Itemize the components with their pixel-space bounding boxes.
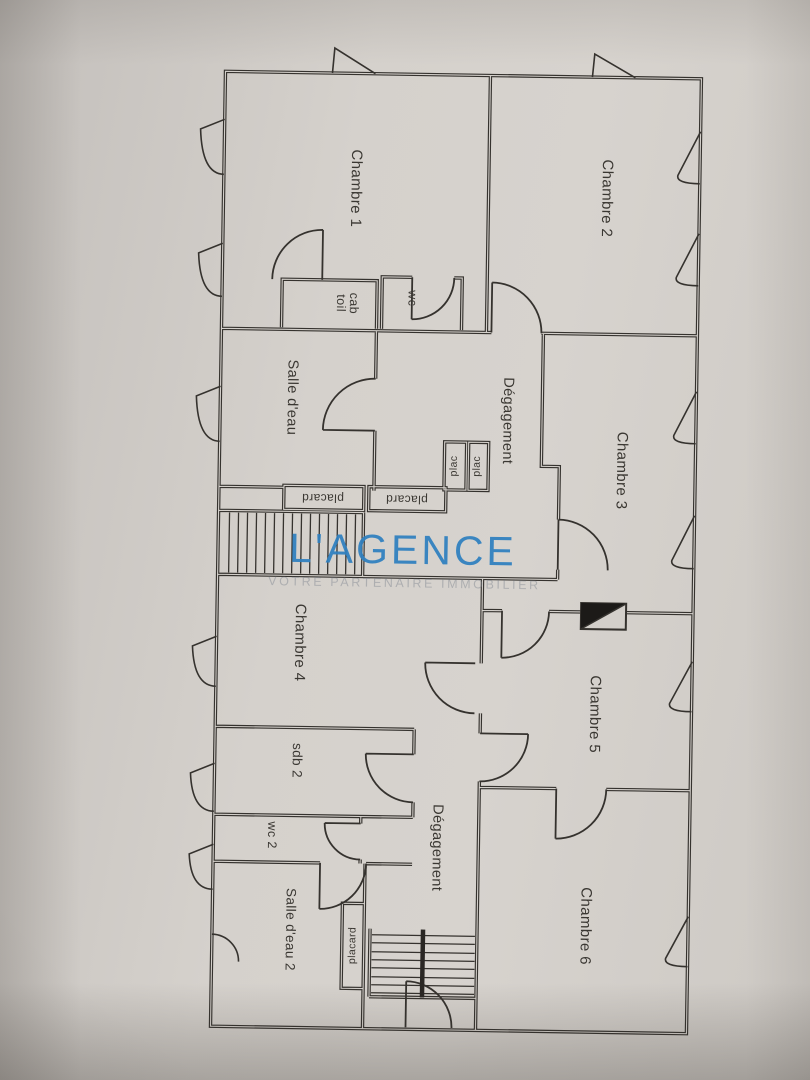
room-label-sdb-2: sdb 2 <box>289 742 306 779</box>
closet-label-placard-2: placard <box>385 492 428 507</box>
door-arcs <box>271 228 609 1029</box>
closet-label-placard-1: placard <box>301 490 344 506</box>
room-label-cab-toil: cab toil <box>333 292 362 315</box>
room-label-salle-deau-2: Salle d'eau 2 <box>282 887 299 971</box>
room-label-salle-deau: Salle d'eau <box>283 359 301 436</box>
closet-label-plac-2: plac <box>470 455 483 477</box>
closet-label-plac-1: plac <box>447 455 460 477</box>
room-label-degagement-2: Dégagement <box>428 804 446 892</box>
closet-label-placard-3: placard <box>345 926 359 965</box>
room-label-wc-2: wc 2 <box>264 821 280 849</box>
room-label-chambre-5: Chambre 5 <box>585 675 604 754</box>
room-label-chambre-4: Chambre 4 <box>290 603 310 682</box>
walls-inner-line <box>209 70 702 1035</box>
room-label-chambre-3: Chambre 3 <box>612 431 631 510</box>
stairs-lower-divider <box>419 929 426 998</box>
agency-watermark-title: L'AGENCE <box>288 524 518 575</box>
room-label-degagement-1: Dégagement <box>498 377 517 465</box>
stairs-upper-treads <box>227 512 357 575</box>
room-label-chambre-2: Chambre 2 <box>597 159 617 238</box>
shaft-symbol <box>579 601 628 631</box>
window-symbols <box>188 46 702 968</box>
room-label-chambre-1: Chambre 1 <box>346 149 366 228</box>
room-label-wc: wc <box>405 290 420 307</box>
room-label-chambre-6: Chambre 6 <box>576 887 595 966</box>
